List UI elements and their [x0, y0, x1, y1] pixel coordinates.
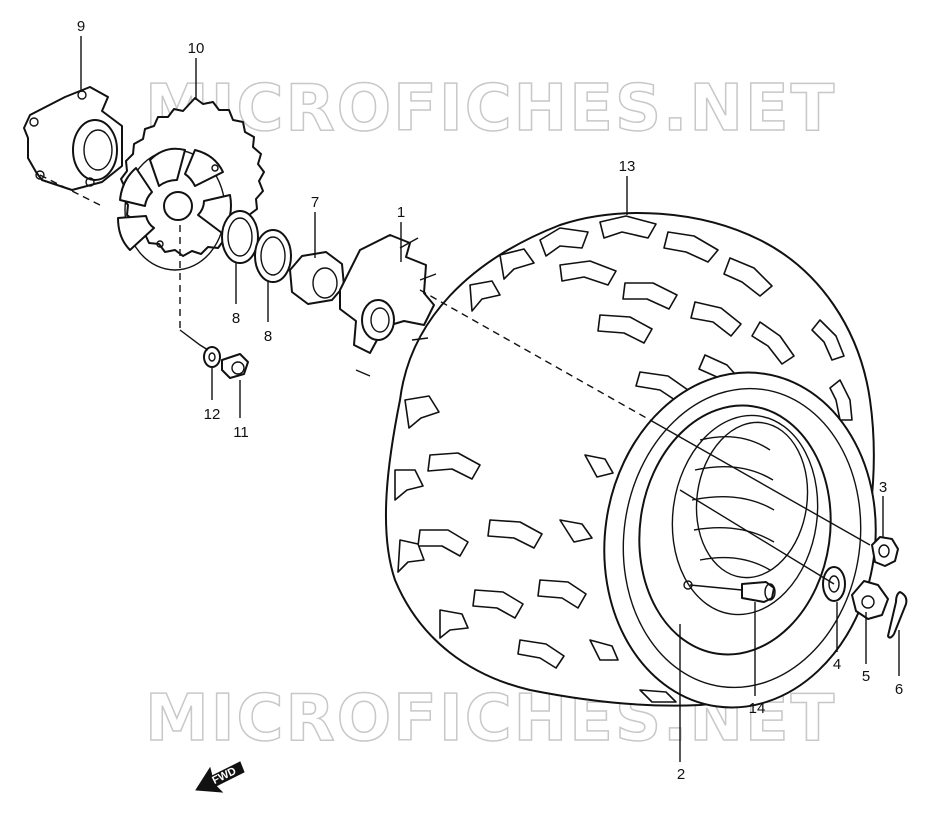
nut-7 — [289, 251, 345, 305]
hub-9 — [23, 86, 123, 191]
washer-12 — [203, 346, 221, 368]
nut-3 — [871, 536, 899, 567]
callout-9: 9 — [77, 18, 85, 35]
wheel-hub-1 — [339, 234, 437, 377]
callout-1: 1 — [397, 204, 405, 221]
callout-2: 2 — [677, 766, 685, 783]
bolt-11 — [221, 353, 249, 379]
callout-6: 6 — [895, 681, 903, 698]
tread-pattern — [394, 215, 853, 703]
callout-8a: 8 — [232, 310, 240, 327]
forward-direction-arrow: FWD — [195, 761, 245, 793]
spacer-8a — [221, 210, 259, 264]
callout-5: 5 — [862, 668, 870, 685]
cotter-pin-6 — [887, 591, 908, 639]
callout-11: 11 — [233, 424, 249, 441]
valve-stem-14 — [741, 581, 776, 603]
callout-8b: 8 — [264, 328, 272, 345]
castle-nut-5 — [851, 580, 889, 620]
watermark-top: MICROFICHES.NET — [145, 72, 836, 146]
callout-3: 3 — [879, 479, 887, 496]
spacer-8b — [254, 229, 292, 283]
callout-10: 10 — [188, 40, 205, 57]
callout-14: 14 — [749, 700, 766, 717]
fwd-label: FWD — [210, 765, 238, 787]
callout-4: 4 — [833, 656, 841, 673]
callout-12: 12 — [204, 406, 221, 423]
callout-13: 13 — [619, 158, 636, 175]
tire-13 — [384, 212, 877, 709]
callout-7: 7 — [311, 194, 319, 211]
